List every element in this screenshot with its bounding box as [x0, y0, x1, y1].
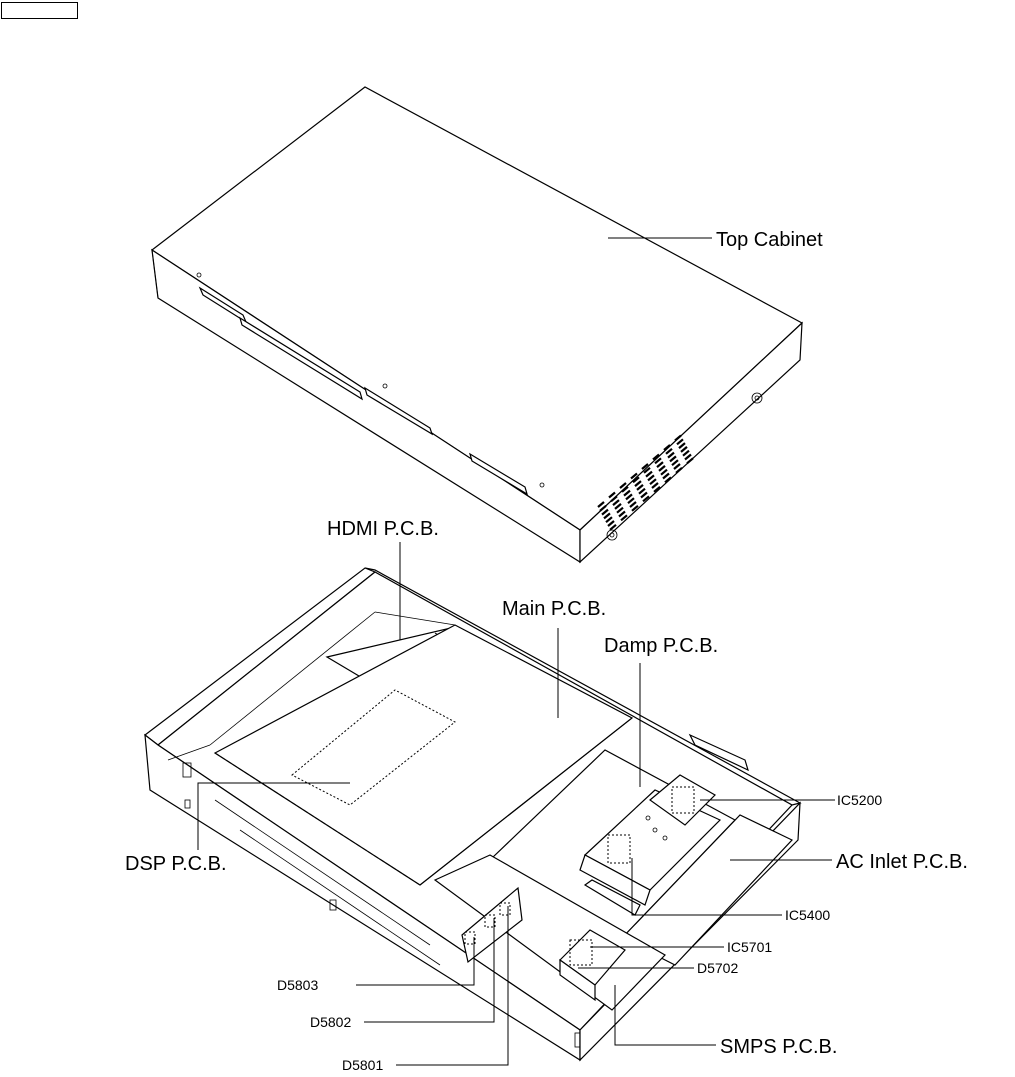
vent-slot — [599, 504, 607, 512]
label-d5803: D5803 — [277, 977, 318, 993]
label-ic5200: IC5200 — [837, 792, 882, 808]
vent-slot — [603, 512, 611, 520]
vent-slot — [616, 506, 624, 514]
vent-slot — [625, 493, 633, 501]
vent-slot — [627, 497, 635, 505]
vent-slot — [609, 523, 617, 531]
vent-slot — [623, 489, 631, 497]
vent-slot — [645, 470, 653, 478]
label-d5802: D5802 — [310, 1014, 351, 1030]
vent-slot — [675, 466, 683, 474]
vent-slot — [682, 449, 690, 457]
label-main-pcb: Main P.C.B. — [502, 598, 606, 620]
vent-slot — [641, 463, 649, 470]
label-ic5701: IC5701 — [727, 939, 772, 955]
vent-slot — [605, 516, 613, 524]
vent-slot — [640, 491, 648, 499]
vent-slot — [651, 482, 659, 489]
vent-slot — [631, 504, 639, 512]
vent-slot — [680, 446, 688, 453]
vent-slot — [649, 478, 657, 486]
vent-slot — [686, 457, 694, 465]
led-bracket — [461, 886, 523, 964]
vent-slot — [610, 495, 618, 503]
vent-slot — [636, 484, 644, 491]
vent-slot — [629, 501, 637, 508]
header-box — [1, 2, 78, 19]
vent-slot — [662, 472, 670, 480]
vent-slot — [619, 482, 627, 489]
vent-slot — [634, 480, 642, 487]
vent-slot — [653, 485, 661, 493]
vent-slot — [663, 444, 671, 451]
main-pcb — [213, 624, 634, 886]
label-damp-pcb: Damp P.C.B. — [604, 635, 718, 657]
label-smps-pcb: SMPS P.C.B. — [720, 1036, 837, 1058]
vent-slot — [647, 474, 655, 482]
vent-slot — [643, 466, 651, 474]
vent-slot — [673, 463, 681, 470]
vent-slot — [665, 447, 673, 455]
vent-slot — [658, 465, 666, 472]
vent-slot — [614, 503, 622, 510]
vent-slot — [656, 461, 664, 468]
vent-slot — [664, 476, 672, 484]
label-ac-inlet-pcb: AC Inlet P.C.B. — [836, 851, 968, 873]
vent-slot — [630, 472, 638, 480]
vent-slot — [652, 453, 660, 461]
label-ic5400: IC5400 — [785, 907, 830, 923]
vent-slot — [621, 485, 629, 493]
label-d5801: D5801 — [342, 1057, 383, 1073]
vent-slot — [674, 434, 682, 442]
dsp-pcb — [291, 689, 456, 806]
vent-slot — [684, 453, 692, 461]
vent-slot — [608, 491, 616, 499]
vent-slot — [669, 455, 677, 463]
vent-slot — [597, 501, 605, 508]
vent-slot — [671, 459, 679, 467]
vent-slot — [638, 487, 646, 495]
vent-slot — [642, 495, 650, 503]
vent-slot — [667, 451, 675, 459]
label-hdmi-pcb: HDMI P.C.B. — [327, 518, 439, 540]
label-d5702: D5702 — [697, 960, 738, 976]
vent-slot — [654, 457, 662, 465]
vent-slot — [607, 520, 615, 527]
label-top-cabinet: Top Cabinet — [716, 229, 823, 251]
top-cabinet — [150, 86, 804, 564]
vent-slot — [620, 514, 628, 522]
vent-slot — [660, 468, 668, 476]
vent-slot — [618, 510, 626, 518]
vent-slot — [601, 508, 609, 516]
leader-lines — [197, 237, 835, 1066]
vent-slot — [676, 438, 684, 446]
vent-slot — [632, 476, 640, 484]
vent-slot — [678, 442, 686, 449]
vent-slot — [612, 499, 620, 506]
smps-heatsink — [559, 929, 626, 1002]
label-dsp-pcb: DSP P.C.B. — [125, 853, 227, 875]
